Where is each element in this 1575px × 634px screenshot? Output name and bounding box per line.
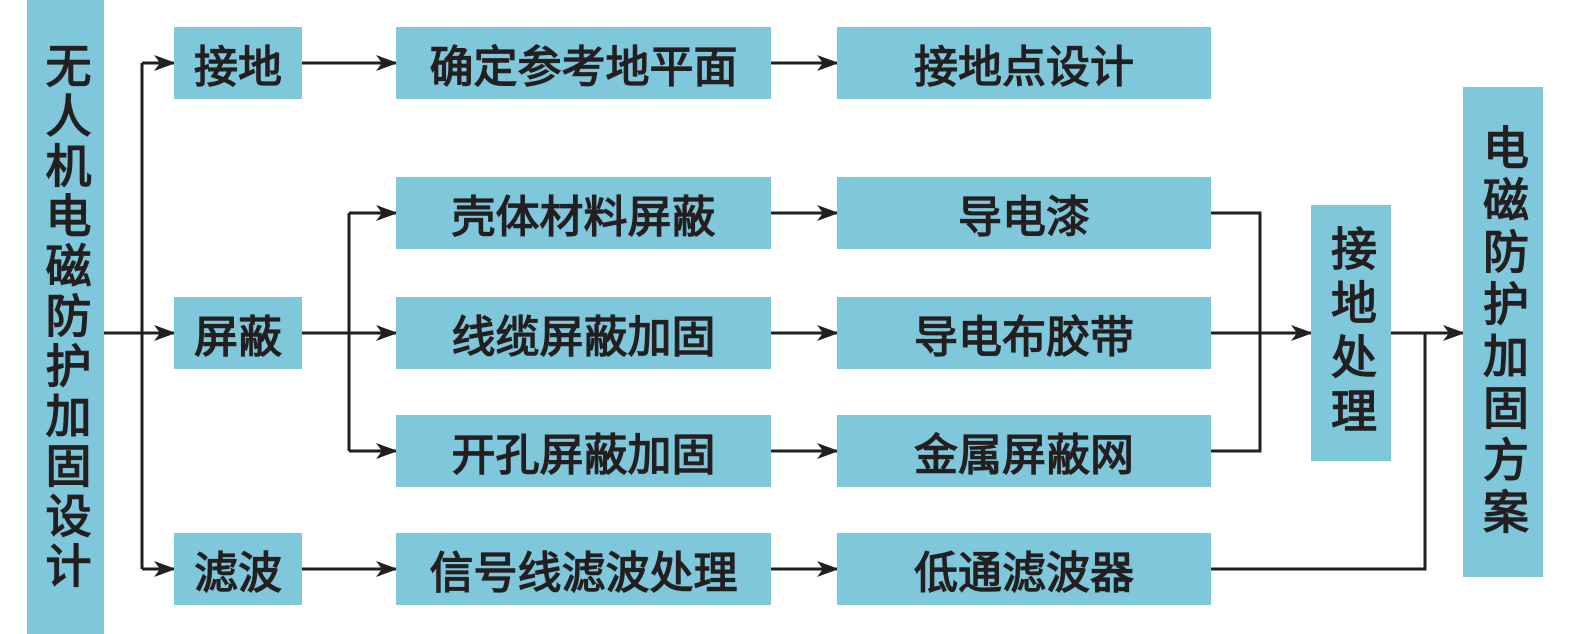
node-reference-plane: 确定参考地平面 [396,27,771,99]
connector-merge-bottom [1211,333,1262,453]
node-grounding-point: 接地点设计 [837,27,1211,99]
node-signal-line-filtering: 信号线滤波处理 [396,533,771,605]
node-shielding: 屏蔽 [174,297,302,369]
connector-merge-top [1211,211,1262,333]
node-lowpass-filter: 低通滤波器 [837,533,1211,605]
node-grounding-process: 接地处理 [1311,205,1391,461]
node-conductive-tape: 导电布胶带 [837,297,1211,369]
node-grounding: 接地 [174,27,302,99]
node-housing-shielding: 壳体材料屏蔽 [396,177,771,249]
node-filtering: 滤波 [174,533,302,605]
node-result: 电磁防护加固方案 [1463,87,1543,577]
node-metal-mesh: 金属屏蔽网 [837,415,1211,487]
connector-lowpass-to-result [1211,333,1427,571]
node-opening-shielding: 开孔屏蔽加固 [396,415,771,487]
node-root: 无人机电磁防护加固设计 [27,0,104,634]
node-cable-shielding: 线缆屏蔽加固 [396,297,771,369]
node-conductive-paint: 导电漆 [837,177,1211,249]
